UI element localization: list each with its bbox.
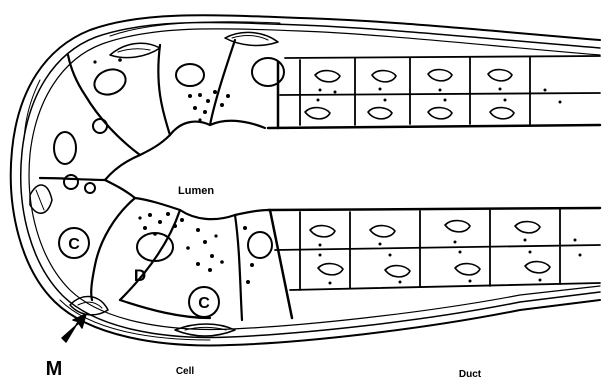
- cell-d-label: D: [134, 266, 146, 285]
- acinar-nuclei: [54, 58, 284, 261]
- cell-c-upper-label: C: [68, 236, 80, 253]
- arrow-icon: [62, 314, 86, 342]
- lumen-label: Lumen: [178, 185, 214, 197]
- cell-bottom-label: Cell: [176, 366, 195, 377]
- duct-bottom-label: Duct: [459, 369, 482, 378]
- m-label: M: [46, 358, 63, 378]
- duct-lower-cells: [275, 209, 600, 290]
- acinar-cell-borders: [40, 40, 268, 320]
- cell-c-lower-label: C: [198, 295, 210, 312]
